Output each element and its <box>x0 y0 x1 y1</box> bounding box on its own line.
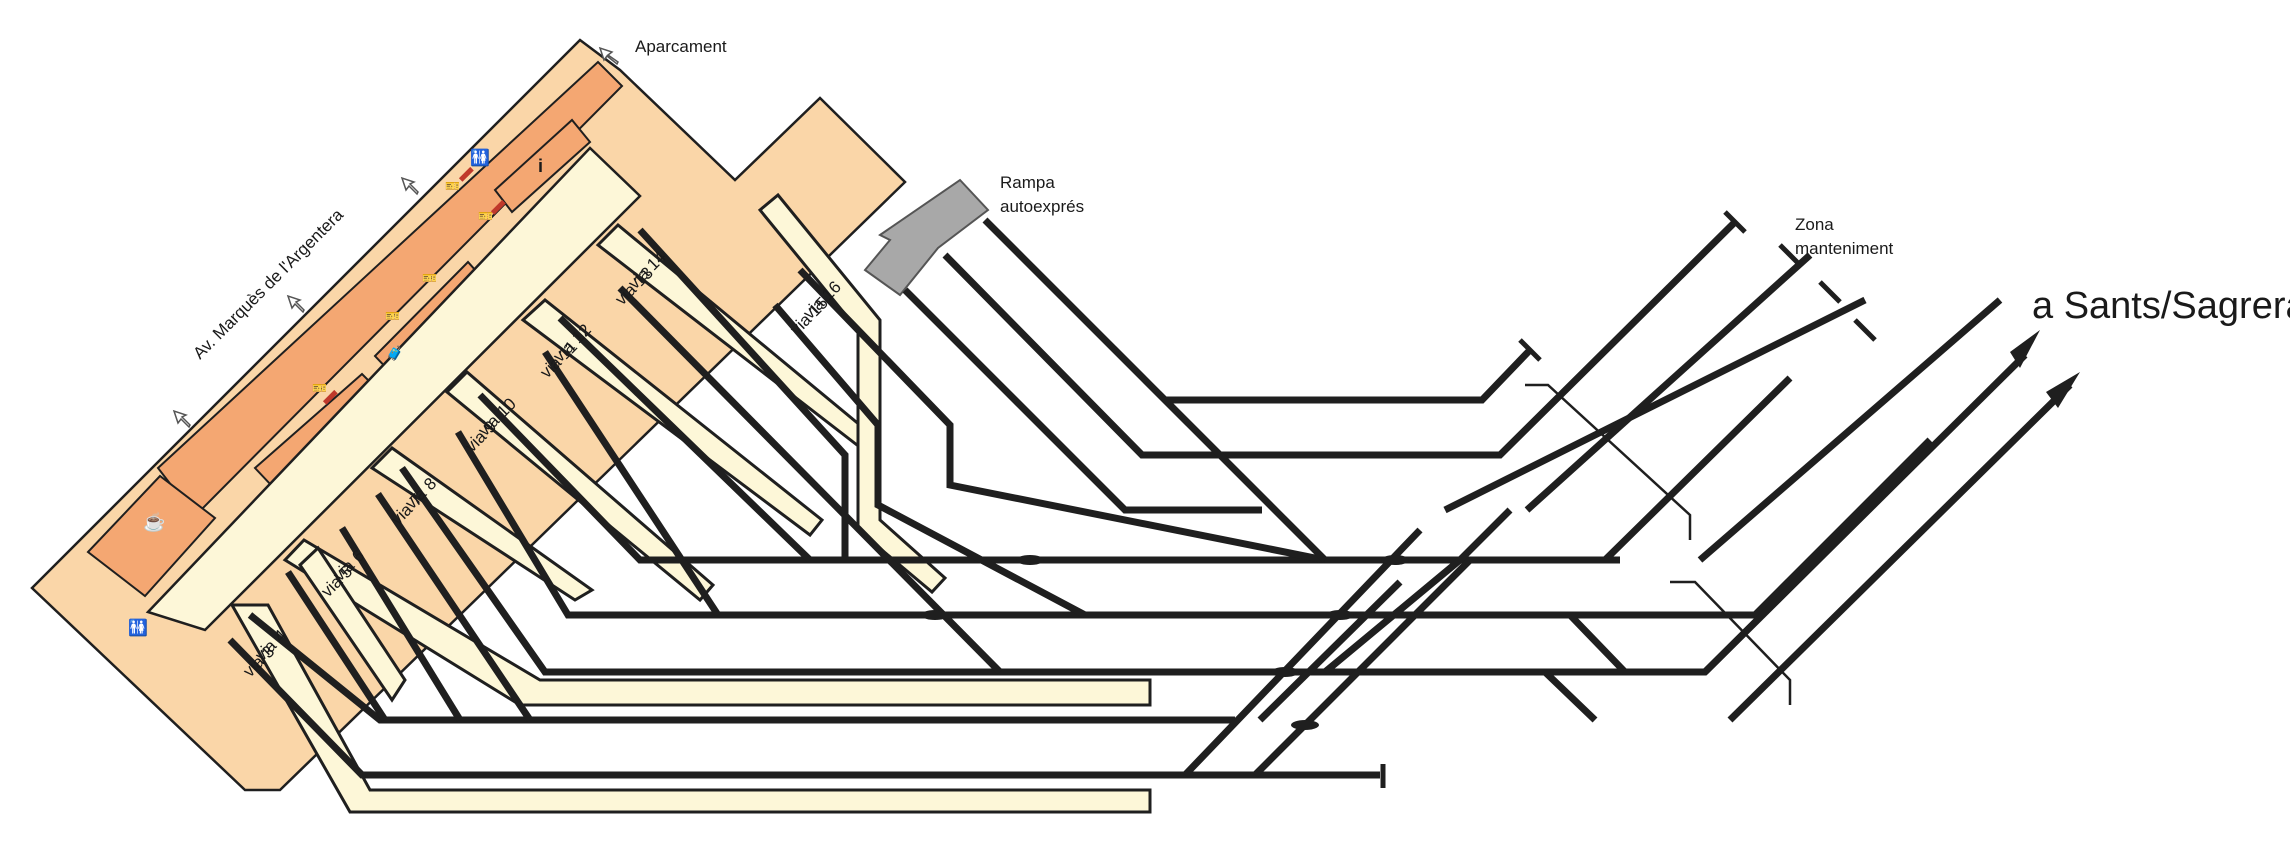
track-ramp-1 <box>902 287 1262 514</box>
maintenance-zone-line <box>1525 383 1692 540</box>
switch-marker <box>1381 555 1409 565</box>
track-via-14 <box>637 227 849 560</box>
lower-zone-line <box>1670 580 1792 705</box>
buffer-maint-2 <box>1778 243 1802 267</box>
station-building <box>30 38 907 792</box>
track-siding <box>1165 347 1533 404</box>
ticket-machine-icon: 🎫 <box>445 179 460 193</box>
platform-via5-6 <box>298 545 407 703</box>
track-crossover-a <box>1567 612 1628 675</box>
amenity-icons: i 🚻 🚻 ☕ 🧳 🎫 🎫 🎫 🎫 🎫 <box>128 148 543 637</box>
track-via-4 <box>247 612 1235 724</box>
ticket-machine-icon: 🎫 <box>312 381 327 395</box>
toilets-icon: 🚻 <box>128 618 148 637</box>
track-maint-2 <box>1524 252 1813 513</box>
direction-arrows <box>2010 330 2080 408</box>
ticket-machine-icon: 🎫 <box>478 209 493 223</box>
arrow-head-icon <box>2010 330 2040 368</box>
entrance-arrow-icon <box>172 409 191 429</box>
entrance-arrow-icon <box>286 294 305 314</box>
switch-marker <box>1291 720 1319 730</box>
buffer-maint-3 <box>1818 280 1842 304</box>
track-out-1 <box>1697 297 2003 563</box>
ramp-label-line1: Rampa <box>1000 173 1055 192</box>
switch-marker <box>1326 610 1354 620</box>
track-maint-1 <box>1443 296 1867 514</box>
platform-concourse <box>145 146 642 632</box>
switch-marker <box>1271 667 1299 677</box>
entrance-arrow-icon <box>400 176 419 196</box>
switch-marker <box>921 610 949 620</box>
ticket-office-marker <box>322 389 338 405</box>
ticket-machine-icon: 🎫 <box>422 271 437 285</box>
cafe-room <box>86 474 217 598</box>
ramp-label-line2: autoexprés <box>1000 197 1084 216</box>
ticket-machine-icon: 🎫 <box>385 309 400 323</box>
track-via-5 <box>285 570 388 722</box>
track-via-15 <box>772 302 1087 619</box>
track-ramp-3 <box>982 217 1328 563</box>
info-room <box>493 118 592 214</box>
buffer-maint-4 <box>1853 318 1877 342</box>
maintenance-label-line2: manteniment <box>1795 239 1894 258</box>
arrow-head-icon <box>2046 372 2080 408</box>
ticket-office-marker <box>458 166 474 182</box>
track-via-9 <box>455 430 1933 619</box>
entrance-arrows <box>172 46 619 429</box>
track-main-3 <box>1257 579 1403 723</box>
tracks <box>227 210 2073 788</box>
maintenance-label-line1: Zona <box>1795 215 1834 234</box>
zone-lines <box>1525 383 1792 705</box>
track-ramp-2 <box>942 219 1738 459</box>
track-via-13 <box>617 285 1003 675</box>
entrance-arrow-icon <box>598 46 619 66</box>
switch-marker <box>1016 555 1044 565</box>
track-crossover-b <box>1542 669 1598 723</box>
track-main-1 <box>1252 556 1620 778</box>
cafe-icon: ☕ <box>143 511 165 532</box>
info-icon: i <box>538 156 543 176</box>
locker-icon: 🧳 <box>386 345 403 362</box>
destination-label: a Sants/Sagrera <box>2032 285 2290 327</box>
track-via-6 <box>339 526 463 722</box>
toilets-icon: 🚻 <box>470 148 490 167</box>
track-via-16 <box>797 267 1326 564</box>
track-out-3 <box>1727 382 2073 723</box>
platform-long-bottom <box>229 603 1152 814</box>
track-out-2 <box>1702 352 2028 675</box>
track-via-11 <box>542 350 721 617</box>
parking-label: Aparcament <box>635 37 727 56</box>
track-via-3 <box>227 637 1380 779</box>
buffer-maint-1 <box>1723 210 1747 234</box>
track-main-4 <box>1182 527 1423 778</box>
track-via-12 <box>557 315 813 563</box>
autoexpress-ramp <box>863 178 990 297</box>
track-via-10 <box>477 375 1793 564</box>
track-via-7 <box>375 492 533 722</box>
buffer-siding <box>1518 338 1542 362</box>
building-outer-hall <box>30 38 907 792</box>
ticket-office-marker <box>490 199 506 215</box>
track-main-2 <box>1322 507 1513 675</box>
